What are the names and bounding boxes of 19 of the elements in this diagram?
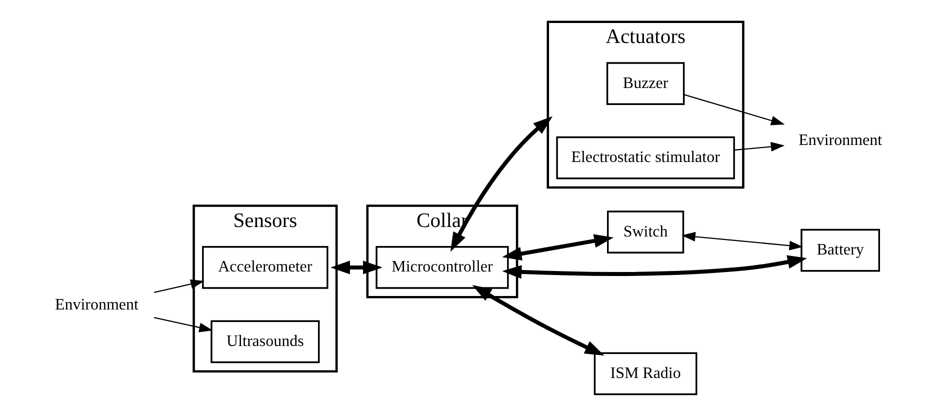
node-box: ISM Radio: [593, 352, 697, 396]
arrow: [681, 232, 803, 250]
arrow: [684, 94, 784, 126]
node-box: Accelerometer: [202, 246, 328, 289]
arrow: [153, 316, 212, 332]
arrow: [502, 255, 807, 279]
node-text: Environment: [798, 132, 882, 149]
node-box: Microcontroller: [375, 246, 508, 289]
arrow: [502, 234, 614, 260]
arrow: [472, 285, 604, 356]
arrow: [450, 116, 552, 252]
arrow: [153, 279, 204, 293]
node-box: Switch: [606, 210, 684, 254]
node-box: Electrostatic stimulator: [556, 136, 734, 180]
node-box: Battery: [800, 228, 880, 272]
node-box: Buzzer: [606, 62, 684, 105]
node-box: Ultrasounds: [210, 320, 320, 364]
arrow: [330, 260, 382, 274]
node-text: Environment: [54, 296, 138, 314]
